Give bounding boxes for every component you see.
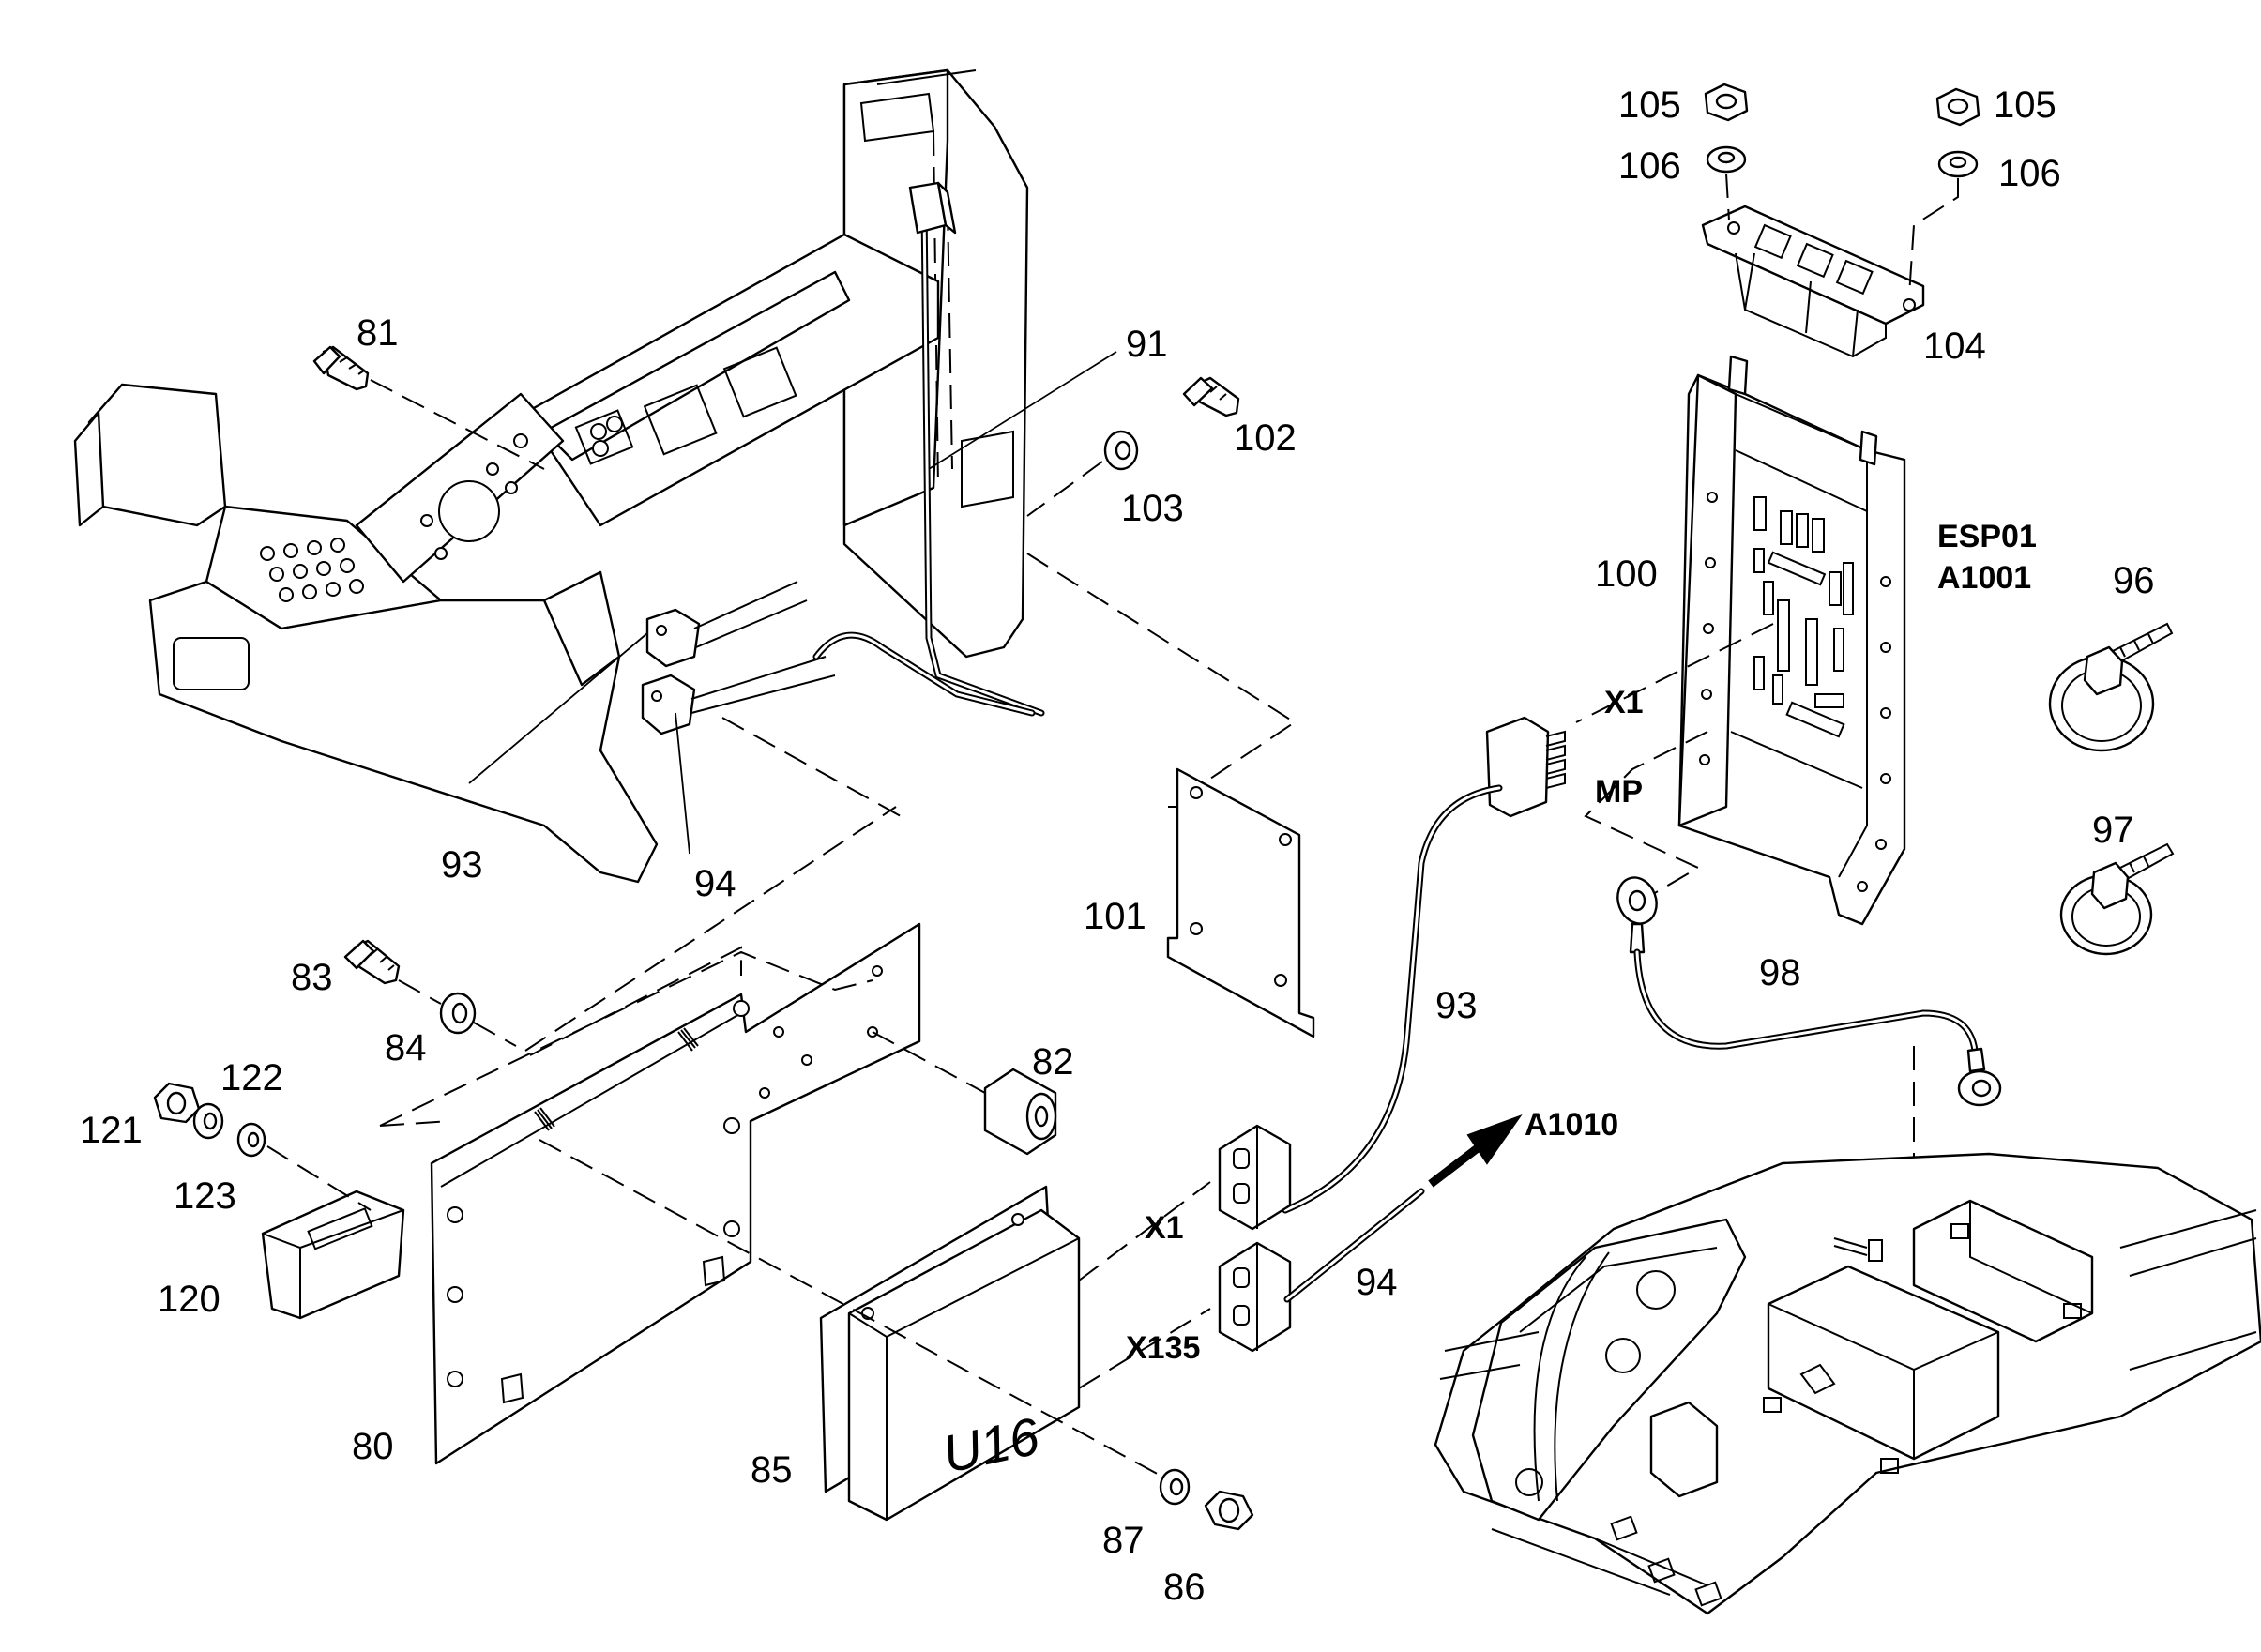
label-102: 102: [1234, 417, 1297, 459]
label-91: 91: [1126, 324, 1168, 365]
controller-85-u16: U16: [819, 1185, 1081, 1522]
washer-106-right: [1937, 150, 1979, 178]
arrow-a1010: [1428, 1114, 1523, 1188]
cable-94: [1283, 1188, 1425, 1303]
label-103: 103: [1121, 488, 1184, 529]
circuit-board: [1753, 496, 1854, 738]
cable-93: [1282, 716, 1566, 1214]
label-97: 97: [2092, 810, 2134, 851]
nut-86: [1204, 1490, 1254, 1531]
label-105-right: 105: [1994, 84, 2056, 126]
leader-81: [370, 379, 545, 470]
washer-84: [439, 992, 477, 1035]
console-connector-94: [641, 656, 836, 735]
mounting-plate-80: [430, 922, 921, 1465]
label-106-left: 106: [1618, 145, 1681, 187]
nut-121: [153, 1082, 201, 1124]
screw-83: [343, 939, 401, 985]
washer-123: [236, 1122, 266, 1158]
label-121: 121: [80, 1110, 143, 1151]
screw-102: [1182, 376, 1240, 417]
label-x1-plug: X1: [1145, 1210, 1184, 1246]
label-87: 87: [1102, 1520, 1145, 1561]
label-80: 80: [352, 1426, 394, 1467]
cable-tie-97: [2059, 842, 2175, 956]
plug-x135: [1218, 1241, 1292, 1353]
label-96: 96: [2113, 560, 2155, 601]
label-x1-module: X1: [1604, 685, 1644, 720]
label-94-cable: 94: [1356, 1262, 1398, 1303]
chassis-frame: [1434, 1152, 2261, 1615]
screw-81: [312, 345, 370, 391]
plate-101: [1166, 767, 1315, 1038]
label-98: 98: [1759, 952, 1801, 993]
label-120: 120: [158, 1279, 220, 1320]
label-84: 84: [385, 1027, 427, 1068]
washer-122: [192, 1102, 224, 1140]
connector-120: [261, 1190, 405, 1320]
label-esp01: ESP01: [1937, 519, 2037, 554]
console-connector-93: [645, 581, 808, 668]
cable-91: [812, 181, 1045, 717]
ventilation-holes: [260, 538, 364, 602]
label-106-right: 106: [1998, 153, 2061, 194]
nut-105-left: [1704, 83, 1749, 122]
label-81: 81: [357, 312, 399, 354]
plug-x1: [1218, 1124, 1292, 1231]
label-85: 85: [751, 1449, 793, 1491]
washer-87: [1159, 1468, 1191, 1506]
label-100: 100: [1595, 553, 1658, 595]
ground-strap-98: [1616, 876, 2002, 1107]
label-93-console: 93: [441, 844, 483, 886]
label-a1001: A1001: [1937, 560, 2031, 596]
nut-105-right: [1935, 87, 1980, 127]
label-82: 82: [1032, 1041, 1074, 1083]
label-x135: X135: [1126, 1330, 1200, 1366]
label-123: 123: [174, 1175, 236, 1217]
label-mp: MP: [1595, 774, 1643, 810]
label-94-console: 94: [694, 863, 736, 904]
part-labels: 81 91 102 103 93 94 101 83 84 82 122 121…: [80, 84, 2155, 1608]
connector-block-104: [1701, 205, 1925, 358]
callout-labels: ESP01 A1001 X1 MP A1010 X1 X135: [1126, 519, 2037, 1366]
washer-106-left: [1706, 145, 1747, 174]
leader-lines: [468, 351, 1117, 855]
label-93-cable: 93: [1435, 985, 1478, 1026]
cable-tie-96: [2048, 622, 2174, 752]
washer-103: [1103, 430, 1139, 471]
console-housing: [73, 68, 1029, 884]
module-100: [1677, 355, 1906, 926]
spacer-82: [983, 1068, 1057, 1156]
label-a1010: A1010: [1525, 1107, 1618, 1143]
label-105-left: 105: [1618, 84, 1681, 126]
label-122: 122: [220, 1057, 283, 1099]
label-101: 101: [1084, 896, 1146, 937]
label-86: 86: [1163, 1567, 1206, 1608]
label-83: 83: [291, 957, 333, 998]
label-104: 104: [1923, 326, 1986, 367]
